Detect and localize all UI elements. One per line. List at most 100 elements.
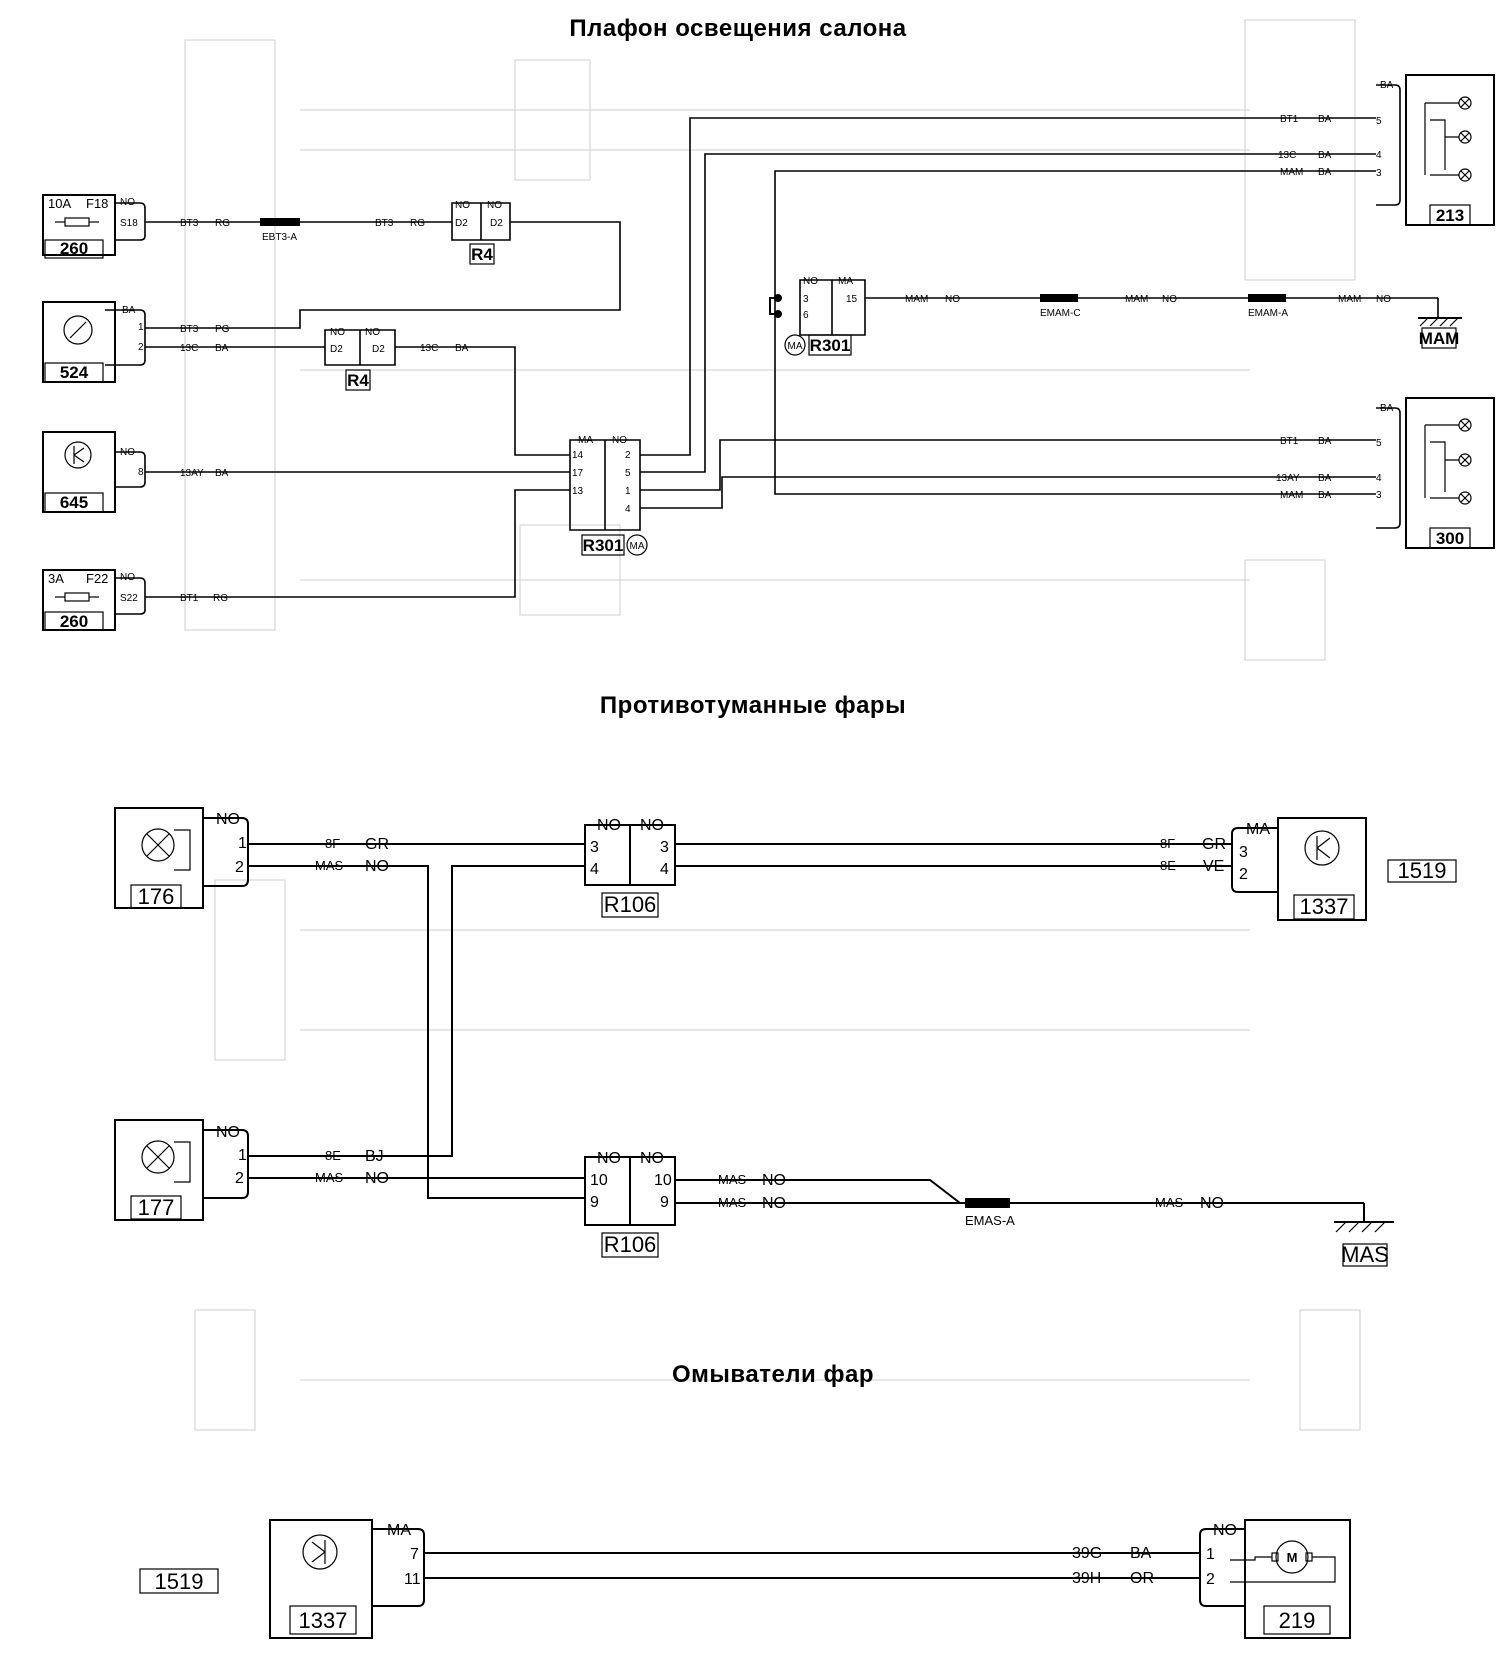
component-id: 219: [1279, 1608, 1316, 1633]
pin-label: 9: [590, 1194, 599, 1211]
component-1337-washer: 1337 MA 7 11: [269, 1519, 425, 1639]
component-213: BA 5 4 3 213: [1376, 74, 1495, 226]
pin-label: 2: [625, 450, 631, 461]
fog-wires: 8F GR 8F GR MAS NO 8E BJ 8E VE MAS NO MA…: [248, 836, 1364, 1228]
connector-color: NO: [612, 435, 627, 446]
component-id: 300: [1436, 529, 1464, 548]
pin-label: 5: [1376, 116, 1382, 127]
connector-color: NO: [597, 817, 621, 834]
component-id: 260: [60, 239, 88, 258]
pin-label: 10: [590, 1172, 608, 1189]
pin-label: S18: [120, 218, 138, 229]
wire-label: 13C: [180, 343, 198, 354]
splice-label: EMAM-C: [1040, 308, 1081, 319]
connector-color: MA: [578, 435, 593, 446]
wire-label: BJ: [365, 1148, 384, 1165]
fuse-rating: 3A: [48, 571, 64, 586]
pin-label: D2: [455, 218, 468, 229]
pin-label: 2: [235, 1170, 244, 1187]
connector-color: NO: [120, 197, 135, 208]
pin-label: 10: [654, 1172, 672, 1189]
pin-label: 1: [1206, 1546, 1215, 1563]
ground-id: MAM: [1419, 329, 1460, 348]
wire-label: BT3: [375, 218, 394, 229]
wire-label: NO: [365, 858, 389, 875]
connector-color: NO: [803, 276, 818, 287]
component-645: 645 NO 8: [42, 431, 146, 513]
wire-label: BT1: [1280, 436, 1299, 447]
wire-label: NO: [1162, 294, 1177, 305]
interior-wires: BT3 RG EBT3-A BT3 RG BT3 PG 13C BA 13C B…: [145, 114, 1438, 604]
pin-label: 1: [238, 1147, 247, 1164]
wire-label: BA: [1318, 114, 1332, 125]
pin-label: D2: [372, 344, 385, 355]
connector-id: R4: [471, 245, 493, 264]
component-id: 176: [138, 884, 175, 909]
wire-label: NO: [762, 1172, 786, 1189]
splice-label: EMAM-A: [1248, 308, 1288, 319]
wire-label: MAM: [1338, 294, 1361, 305]
wire-label: BA: [1130, 1545, 1152, 1562]
connector-color: NO: [640, 817, 664, 834]
component-300: BA 5 4 3 300: [1376, 397, 1495, 549]
wire-label: 13AY: [1276, 473, 1300, 484]
reference-id: 1519: [1398, 858, 1447, 883]
connector-badge: MA: [630, 541, 645, 552]
component-id: 177: [138, 1195, 175, 1220]
ground-mam: MAM: [1418, 298, 1462, 349]
connector-id: R106: [604, 892, 657, 917]
ref-1519-washer: 1519: [139, 1568, 219, 1594]
connector-color: MA: [387, 1522, 411, 1539]
wire-label: 39H: [1072, 1570, 1101, 1587]
splice-emam-a: [1248, 294, 1286, 302]
connector-color: NO: [1213, 1522, 1237, 1539]
title-fog-lights: Противотуманные фары: [600, 692, 906, 719]
wire-label: BA: [1318, 436, 1332, 447]
ground-mas: MAS: [1334, 1203, 1394, 1267]
lamp-icon: [1424, 96, 1472, 182]
lamp-icon: [1424, 418, 1472, 505]
wire-label: MAS: [718, 1172, 747, 1187]
pin-label: 4: [1376, 473, 1382, 484]
pin-label: D2: [330, 344, 343, 355]
connector-badge: MA: [788, 341, 803, 352]
component-176: 176 NO 1 2: [114, 807, 249, 909]
splice-emas-a: [965, 1198, 1010, 1208]
wire-label: NO: [1376, 294, 1391, 305]
wire-label: 39G: [1072, 1545, 1102, 1562]
wire-label: 13C: [1278, 150, 1296, 161]
fuse-position: F18: [86, 196, 108, 211]
pin-label: S22: [120, 593, 138, 604]
connector-color: NO: [330, 327, 345, 338]
connector-color: NO: [120, 572, 135, 583]
wire-label: 13C: [420, 343, 438, 354]
component-260-fuse-f18: 10A F18 260 NO S18: [42, 194, 146, 259]
connector-color: NO: [216, 1124, 240, 1141]
wire-label: BT3: [180, 324, 199, 335]
wire-label: NO: [365, 1170, 389, 1187]
pin-label: D2: [490, 218, 503, 229]
pin-label: 3: [1376, 490, 1382, 501]
wire-label: GR: [365, 836, 389, 853]
pin-label: 15: [846, 294, 858, 305]
pin-label: 2: [138, 342, 144, 353]
motor-icon: [1275, 1540, 1309, 1574]
pin-label: 2: [1206, 1571, 1215, 1588]
connector-color: MA: [1246, 821, 1270, 838]
wire-label: RG: [410, 218, 425, 229]
lamp-icon: [141, 1140, 175, 1174]
motor-label: M: [1287, 1550, 1298, 1565]
connector-id: R301: [583, 536, 624, 555]
component-1337-fog: 1337 MA 3 2: [1231, 817, 1367, 921]
component-id: 1337: [1300, 894, 1349, 919]
splice-label: EMAS-A: [965, 1213, 1015, 1228]
component-177: 177 NO 1 2: [114, 1119, 249, 1221]
connector-r106-top: NO NO 3 4 3 4 R106: [584, 817, 676, 918]
wire-label: 8E: [325, 1148, 341, 1163]
pin-label: 13: [572, 486, 584, 497]
connector-color: NO: [365, 327, 380, 338]
wire-label: BA: [1318, 490, 1332, 501]
wire-label: BA: [1318, 150, 1332, 161]
switch-icon: [302, 1534, 338, 1570]
pin-label: 3: [1376, 168, 1382, 179]
